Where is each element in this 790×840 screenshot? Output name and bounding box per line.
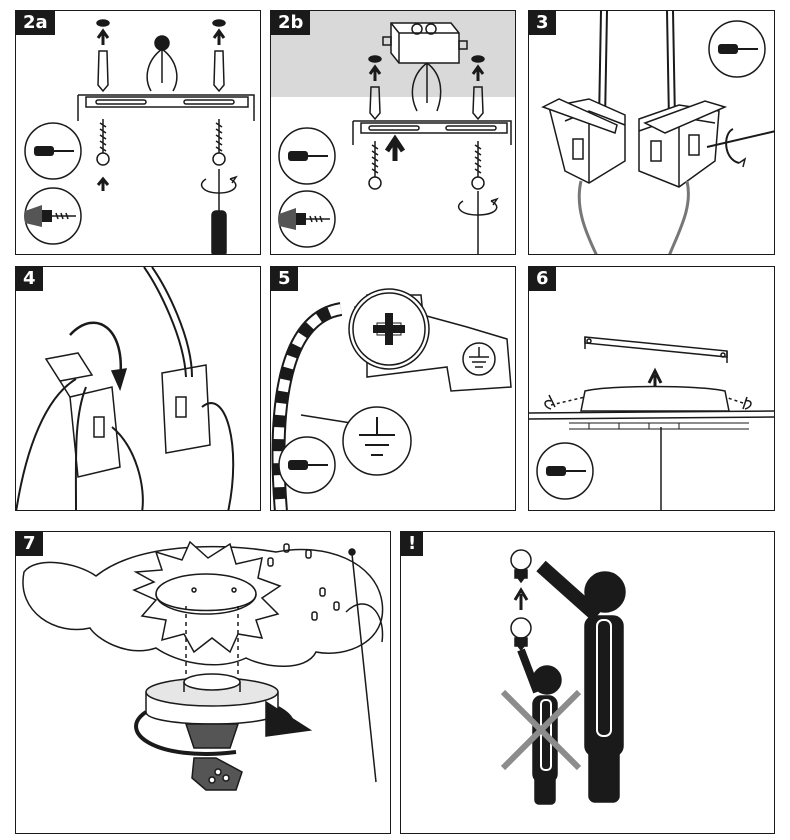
lightbulb-icon bbox=[510, 549, 532, 584]
screwdriver-icon bbox=[536, 442, 594, 500]
terminal-clip-illustration bbox=[16, 267, 235, 510]
panel-3: 3 bbox=[528, 10, 775, 255]
step-label-3: 3 bbox=[529, 11, 556, 35]
step-label-4: 4 bbox=[16, 267, 43, 291]
panel-2b: 2b bbox=[270, 10, 516, 255]
panel-4: 4 bbox=[15, 266, 261, 511]
screwdriver-icon bbox=[24, 122, 82, 180]
step-label-6: 6 bbox=[529, 267, 556, 291]
bracket-mounting-illustration bbox=[24, 19, 255, 254]
step-label-7: 7 bbox=[16, 532, 43, 556]
panel-5: 5 bbox=[270, 266, 516, 511]
terminal-block-wiring-illustration bbox=[541, 11, 774, 254]
earth-connection-illustration bbox=[271, 288, 512, 510]
drill-hole-icon bbox=[212, 19, 226, 27]
panel-6: 6 bbox=[528, 266, 775, 511]
step-label-2a: 2a bbox=[16, 11, 55, 35]
panel-2a: 2a bbox=[15, 10, 261, 255]
drill-icon bbox=[278, 190, 336, 248]
screwdriver-icon bbox=[708, 20, 766, 78]
step-label-5: 5 bbox=[271, 267, 298, 291]
panel-7: 7 bbox=[15, 531, 391, 834]
lightbulb-icon bbox=[510, 617, 532, 652]
screwdriver-icon bbox=[278, 127, 336, 185]
screwdriver-icon bbox=[278, 436, 336, 494]
drill-hole-icon bbox=[96, 19, 110, 27]
junction-box-mounting-illustration bbox=[271, 11, 515, 254]
panel-warning: ! bbox=[400, 531, 775, 834]
warning-exclamation-icon: ! bbox=[401, 532, 424, 556]
drill-icon bbox=[24, 187, 82, 245]
child-safety-warning-illustration bbox=[500, 549, 626, 805]
canopy-attach-illustration bbox=[529, 336, 774, 510]
lamp-assembly-illustration bbox=[22, 540, 384, 791]
step-label-2b: 2b bbox=[271, 11, 311, 35]
